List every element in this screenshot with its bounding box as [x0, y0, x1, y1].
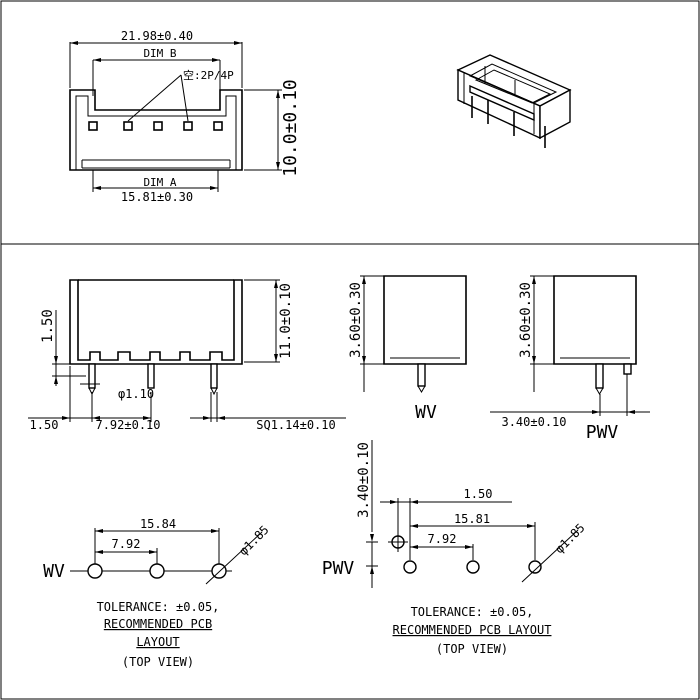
wv-layout-label: WV — [43, 561, 65, 582]
left-offset-label: 1.50 — [30, 418, 59, 432]
side-pitch-label: 7.92±0.10 — [95, 418, 160, 432]
pwv-offset-dim-label: 1.50 — [464, 487, 493, 501]
pwv-hole-label: φ1.85 — [552, 521, 587, 556]
dim-a-label: DIM A — [143, 176, 176, 189]
wv-height-label: 3.60±0.30 — [348, 282, 364, 358]
front-view: 21.98±0.40 DIM B 空:2P/4P DIM A 15.81±0.3… — [69, 29, 301, 204]
wv-pcb-layout: WV 15.84 7.92 φ1.85 TOLERANCE: ±0.05, RE… — [43, 517, 272, 669]
pin-square-1 — [88, 121, 98, 131]
wv-hole-leader — [205, 531, 263, 585]
wv-title-line2: LAYOUT — [136, 635, 179, 649]
pin-note-leader-right — [180, 74, 189, 122]
wv-pitch-label: 7.92 — [112, 537, 141, 551]
pwv-kink-pin — [623, 363, 632, 375]
side-view: 11.0±0.10 1.50 1.50 7.92±0.10 φ1.10 SQ1.… — [28, 279, 346, 432]
wv-title-line1: RECOMMENDED PCB — [104, 617, 212, 631]
pwv-height-label: 3.60±0.30 — [518, 282, 534, 358]
side-pin-1 — [88, 363, 96, 389]
pin-square-5 — [213, 121, 223, 131]
pwv-hole-1 — [403, 560, 417, 574]
pwv-side-view: 3.60±0.30 3.40±0.10 PWV — [490, 275, 650, 443]
wv-hole-label: φ1.85 — [236, 523, 271, 558]
pwv-hole-3 — [528, 560, 542, 574]
side-housing — [69, 279, 243, 365]
pwv-layout-label: PWV — [322, 558, 355, 579]
isometric-view — [456, 54, 572, 148]
pwv-view-label: (TOP VIEW) — [436, 642, 508, 656]
pwv-tolerance: TOLERANCE: ±0.05, — [411, 605, 534, 619]
pin-square-4 — [183, 121, 193, 131]
pitch-span-label: 15.81±0.30 — [121, 190, 193, 204]
pwv-span-label: 15.81 — [454, 512, 490, 526]
pwv-pcb-layout: PWV 3.40±0.10 1.50 15.81 7.92 φ1.85 TO — [322, 440, 588, 656]
wv-hole-2 — [149, 563, 165, 579]
wv-span-label: 15.84 — [140, 517, 176, 531]
front-housing — [69, 89, 243, 171]
wv-side-view: 3.60±0.30 WV — [348, 275, 467, 423]
pin-note-leader-left — [127, 74, 182, 122]
pwv-title: RECOMMENDED PCB LAYOUT — [393, 623, 552, 637]
wv-pin — [417, 363, 426, 387]
pwv-pin — [595, 363, 604, 389]
wv-label: WV — [415, 402, 437, 423]
wv-housing — [383, 275, 467, 365]
front-height-label: 10.0±0.10 — [280, 79, 301, 177]
side-offset-label: 1.50 — [40, 309, 56, 343]
pwv-housing — [553, 275, 637, 365]
wv-view-label: (TOP VIEW) — [122, 655, 194, 669]
pwv-hole-leader — [521, 529, 579, 583]
dim-b-label: DIM B — [143, 47, 176, 60]
side-pin-2 — [147, 363, 155, 389]
pwv-offset-label: 3.40±0.10 — [501, 415, 566, 429]
side-pin-3 — [210, 363, 218, 389]
pin-diameter-label: φ1.10 — [118, 387, 154, 401]
pwv-pitch-label: 7.92 — [428, 532, 457, 546]
wv-hole-1 — [87, 563, 103, 579]
pwv-hole-2 — [466, 560, 480, 574]
side-height-label: 11.0±0.10 — [278, 283, 294, 359]
pwv-vertical-label: 3.40±0.10 — [356, 442, 372, 518]
overall-width-label: 21.98±0.40 — [121, 29, 193, 43]
pin-note-label: 空:2P/4P — [183, 68, 234, 82]
wv-tolerance: TOLERANCE: ±0.05, — [97, 600, 220, 614]
iso-side-face — [539, 88, 571, 140]
pin-square-label: SQ1.14±0.10 — [256, 418, 335, 432]
pin-square-2 — [123, 121, 133, 131]
pwv-label: PWV — [586, 422, 619, 443]
pin-square-3 — [153, 121, 163, 131]
